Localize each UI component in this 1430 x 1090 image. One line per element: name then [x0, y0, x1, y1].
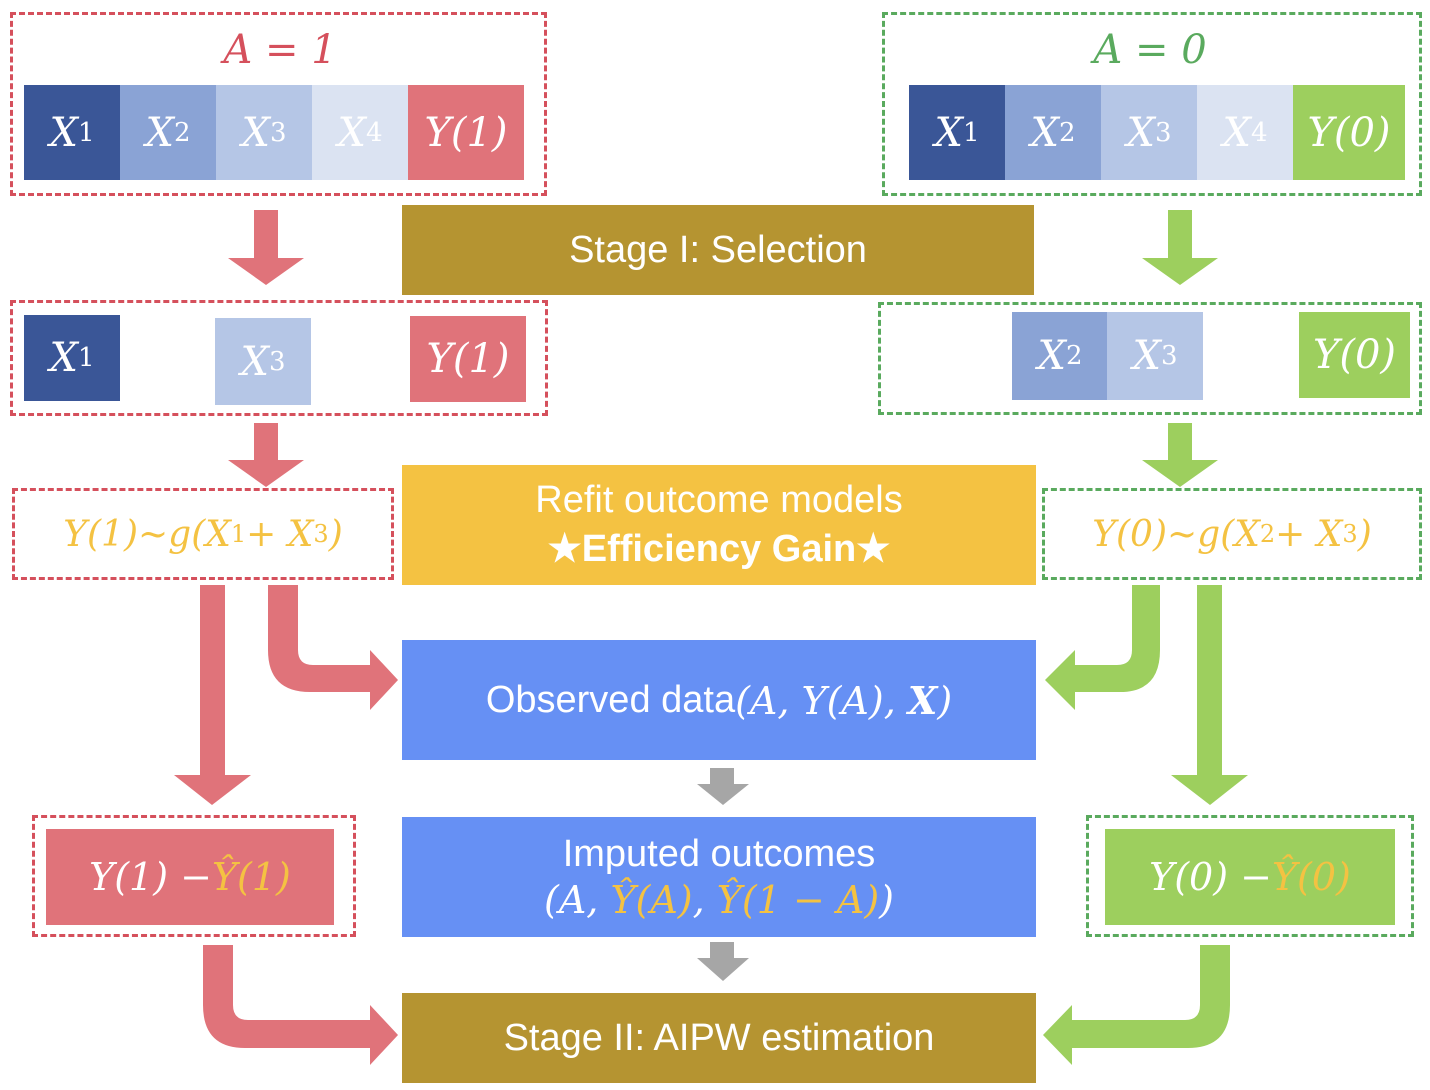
arrow-green-bent-stage2: [1043, 945, 1230, 1065]
arrow-red-bent-stage2: [203, 945, 398, 1065]
cell-y0: Y(0): [1293, 85, 1405, 180]
arrow-red-2: [228, 423, 304, 487]
stage1-banner: Stage I: Selection: [402, 205, 1034, 295]
model-right-box: [1042, 488, 1422, 580]
observed-banner: Observed data (A, Y(A), X): [402, 640, 1036, 760]
group-a0: [882, 12, 1422, 196]
resid-right: Y(0) − Ŷ(0): [1105, 829, 1395, 925]
group-a1: [10, 12, 547, 196]
arrow-red-1: [228, 210, 304, 285]
stage2-banner: Stage II: AIPW estimation: [402, 993, 1036, 1083]
label-a0: A = 0: [1093, 26, 1207, 73]
resid-left-box: [32, 815, 356, 937]
resid-right-box: [1086, 815, 1414, 937]
selected-right-group: [878, 302, 1422, 415]
label-a1: A = 1: [223, 26, 337, 73]
resid-left: Y(1) − Ŷ(1): [46, 829, 334, 925]
stage2-label: Stage II: AIPW estimation: [503, 1016, 935, 1059]
arrow-green-bent-observed: [1045, 585, 1160, 710]
imputed-math: (A, Ŷ(A), Ŷ(1 − A)): [544, 877, 894, 922]
arrow-green-2: [1142, 423, 1218, 487]
imputed-banner: Imputed outcomes (A, Ŷ(A), Ŷ(1 − A)): [402, 817, 1036, 937]
arrow-gray-1: [697, 768, 749, 805]
observed-math: (A, Y(A), X): [735, 677, 953, 723]
imputed-line1: Imputed outcomes: [562, 832, 876, 875]
refit-line1: Refit outcome models: [535, 479, 903, 521]
arrow-gray-2: [697, 942, 749, 981]
sel-left-y1: Y(1): [410, 316, 526, 402]
arrow-green-1: [1142, 210, 1218, 285]
model-left-box: [12, 488, 394, 580]
sel-right-y0: Y(0): [1299, 312, 1410, 398]
arrow-green-3: [1171, 585, 1248, 805]
arrow-red-bent-observed: [268, 585, 398, 710]
selected-left-group: [10, 300, 548, 416]
arrow-red-3: [174, 585, 251, 805]
refit-banner: Refit outcome models ★Efficiency Gain★: [402, 465, 1036, 585]
refit-line2: ★Efficiency Gain★: [547, 528, 891, 570]
stage1-label: Stage I: Selection: [569, 228, 867, 271]
observed-text: Observed data: [485, 678, 736, 721]
cell-y1: Y(1): [408, 85, 524, 180]
